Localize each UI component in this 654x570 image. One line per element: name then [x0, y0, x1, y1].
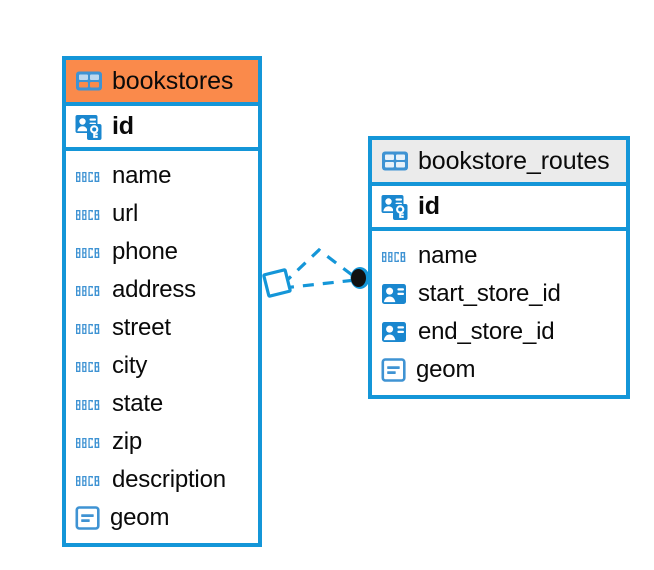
entity-field-row-name[interactable]: name: [66, 157, 258, 195]
entity-header-bookstore-routes[interactable]: bookstore_routes: [372, 140, 626, 186]
relationship-diamond-marker: [262, 268, 292, 298]
entity-field-label: zip: [112, 428, 143, 455]
entity-field-row-description[interactable]: description: [66, 461, 258, 499]
entity-field-label: address: [112, 276, 196, 303]
entity-field-label: geom: [416, 356, 476, 383]
geometry-icon: [75, 505, 101, 531]
entity-field-row-zip[interactable]: zip: [66, 423, 258, 461]
entity-field-list-bookstores: name: [66, 151, 258, 543]
entity-field-label: name: [418, 242, 478, 269]
entity-field-label-id: id: [112, 112, 134, 140]
abc-text-icon: [75, 241, 103, 263]
entity-field-row-end-store-id[interactable]: end_store_id: [372, 313, 626, 351]
foreign-key-icon: [381, 282, 409, 306]
abc-text-icon: [75, 165, 103, 187]
entity-field-label: street: [112, 314, 171, 341]
geometry-icon: [381, 357, 407, 383]
entity-field-list-bookstore-routes: name start_store_id: [372, 231, 626, 395]
entity-field-row-geom[interactable]: geom: [372, 351, 626, 389]
table-icon: [381, 150, 409, 172]
abc-text-icon: [381, 245, 409, 267]
entity-field-row-address[interactable]: address: [66, 271, 258, 309]
abc-text-icon: [75, 355, 103, 377]
abc-text-icon: [75, 317, 103, 339]
entity-field-label: url: [112, 200, 139, 227]
abc-text-icon: [75, 431, 103, 453]
entity-field-row-primary-key[interactable]: id: [372, 186, 626, 231]
entity-field-row-geom[interactable]: geom: [66, 499, 258, 537]
entity-field-label: phone: [112, 238, 178, 265]
entity-field-row-street[interactable]: street: [66, 309, 258, 347]
entity-field-row-primary-key[interactable]: id: [66, 106, 258, 151]
table-icon: [75, 70, 103, 92]
primary-key-icon: [75, 113, 103, 141]
entity-field-label: city: [112, 352, 148, 379]
entity-field-row-city[interactable]: city: [66, 347, 258, 385]
relationship-circle-marker: [350, 267, 370, 289]
entity-table-bookstore-routes[interactable]: bookstore_routes id: [368, 136, 630, 399]
entity-field-label: name: [112, 162, 172, 189]
relationship-line-upper: [281, 247, 357, 286]
entity-field-label-id: id: [418, 192, 440, 220]
foreign-key-icon: [381, 320, 409, 344]
relationship-line-lower: [282, 278, 357, 290]
abc-text-icon: [75, 203, 103, 225]
abc-text-icon: [75, 393, 103, 415]
primary-key-icon: [381, 193, 409, 221]
abc-text-icon: [75, 279, 103, 301]
entity-field-row-url[interactable]: url: [66, 195, 258, 233]
entity-field-row-state[interactable]: state: [66, 385, 258, 423]
entity-field-label: state: [112, 390, 164, 417]
entity-title-bookstores: bookstores: [112, 66, 234, 95]
entity-field-label: description: [112, 466, 226, 493]
entity-field-row-phone[interactable]: phone: [66, 233, 258, 271]
entity-table-bookstores[interactable]: bookstores id: [62, 56, 262, 547]
entity-field-label: start_store_id: [418, 280, 561, 307]
entity-title-bookstore-routes: bookstore_routes: [418, 146, 610, 175]
entity-field-label: end_store_id: [418, 318, 555, 345]
abc-text-icon: [75, 469, 103, 491]
entity-header-bookstores[interactable]: bookstores: [66, 60, 258, 106]
entity-field-row-name[interactable]: name: [372, 237, 626, 275]
entity-field-row-start-store-id[interactable]: start_store_id: [372, 275, 626, 313]
entity-field-label: geom: [110, 504, 170, 531]
